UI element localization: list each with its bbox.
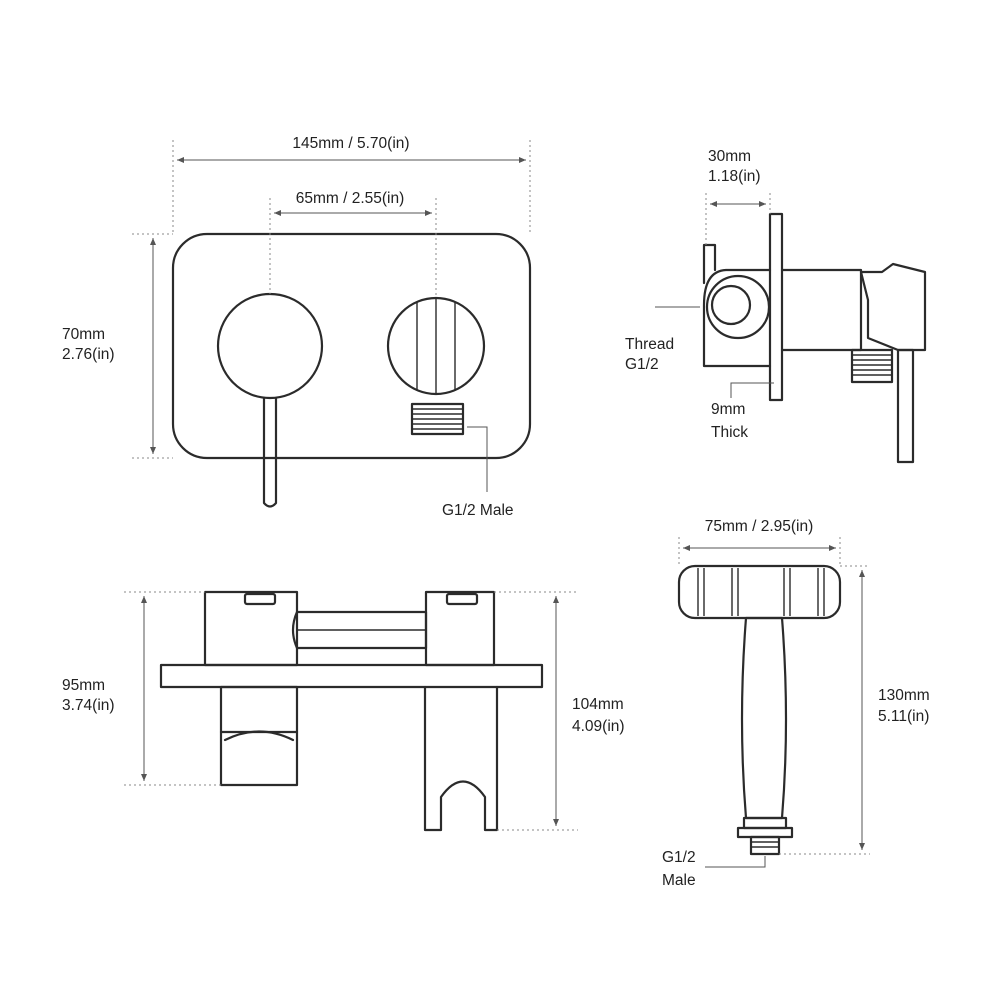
spray-outlet-label-line2: Male — [662, 872, 696, 889]
top-holder-bracket — [423, 685, 499, 832]
side-depth-in-label: 1.18(in) — [708, 168, 761, 185]
front-outlet-label: G1/2 Male — [442, 502, 514, 519]
side-plate — [768, 212, 784, 402]
spray-outlet-collar — [736, 826, 794, 839]
side-depth-mm-label: 30mm — [708, 148, 751, 165]
plate-width-label: 145mm / 5.70(in) — [292, 135, 409, 152]
top-plate — [159, 663, 544, 689]
hand-spray-view: 75mm / 2.95(in) 130mm 5.11(in) G1/2 Male — [662, 518, 930, 889]
top-connector — [291, 610, 428, 650]
side-lever — [896, 348, 915, 464]
thread-port-inner — [710, 284, 752, 326]
side-body — [780, 268, 863, 352]
thread-label-line1: Thread — [625, 336, 674, 353]
spray-head — [677, 564, 842, 620]
spray-height-in-label: 5.11(in) — [878, 708, 929, 725]
spray-width-label: 75mm / 2.95(in) — [705, 518, 814, 535]
top-depth-mm-label: 95mm — [62, 677, 105, 694]
spray-height-mm-label: 130mm — [878, 687, 930, 704]
side-view: 30mm 1.18(in) Thread G1/2 9mm Thick — [625, 148, 927, 464]
top-cartridge — [219, 685, 299, 734]
wall-plate — [171, 232, 532, 460]
valve-housing — [702, 268, 772, 368]
thick-label-line2: Thick — [711, 424, 748, 441]
spray-handle — [740, 616, 788, 820]
spray-outlet-label-line1: G1/2 — [662, 849, 696, 866]
top-total-mm-label: 104mm — [572, 696, 624, 713]
plate-height-mm-label: 70mm — [62, 326, 105, 343]
top-mixer-body — [203, 590, 299, 667]
side-handle — [859, 262, 927, 352]
thick-label-line1: 9mm — [711, 401, 745, 418]
port-spacing-label: 65mm / 2.55(in) — [296, 190, 405, 207]
thread-label-line2: G1/2 — [625, 356, 659, 373]
front-view: 145mm / 5.70(in) 65mm / 2.55(in) 70mm 2.… — [62, 135, 532, 519]
thread-port-outer — [705, 274, 771, 340]
top-view: 95mm 3.74(in) 104mm 4.09(in) — [62, 590, 625, 832]
top-total-in-label: 4.09(in) — [572, 718, 625, 735]
front-outlet-thread — [410, 402, 465, 436]
mixer-lever — [262, 396, 278, 508]
plate-height-in-label: 2.76(in) — [62, 346, 115, 363]
side-outlet-thread — [850, 348, 894, 384]
spray-outlet-thread — [749, 835, 781, 856]
mixer-dial — [216, 292, 324, 400]
top-depth-in-label: 3.74(in) — [62, 697, 115, 714]
